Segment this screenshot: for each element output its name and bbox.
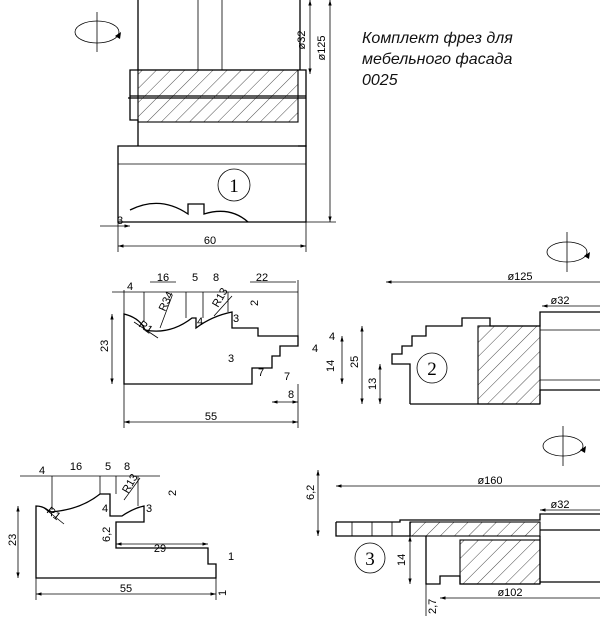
rotation-icon-2 (546, 232, 590, 272)
profile-1-dim-4a: 4 (197, 316, 203, 328)
profile-1-dim-7b: 7 (284, 371, 290, 383)
profile-2-dim-3: 3 (146, 503, 152, 515)
profile-2-dim-55: 55 (120, 583, 132, 595)
title-line-1: Комплект фрез для (362, 30, 513, 47)
detail-3-number: 3 (365, 549, 375, 570)
detail-2-dim-25: 25 (349, 356, 361, 368)
profile-2-dim-16: 16 (70, 461, 82, 473)
profile-1: 4 16 5 8 22 R34 R13 R1 2 4 3 4 4 3 7 7 1… (99, 272, 344, 428)
profile-1-dim-2: 2 (249, 300, 261, 306)
detail-2-dim-13: 13 (367, 378, 379, 390)
detail-2-dim-bore: ø32 (551, 295, 570, 307)
profile-1-dim-8b: 8 (288, 389, 294, 401)
profile-2-dim-29: 29 (154, 543, 166, 555)
profile-2-dim-1b: 1 (217, 590, 229, 596)
profile-1-dim-16: 16 (157, 272, 169, 284)
rotation-icon (74, 12, 121, 52)
title-line-3: 0025 (362, 72, 398, 89)
profile-1-dim-4c: 4 (312, 343, 318, 355)
profile-1-dim-7a: 7 (258, 367, 264, 379)
detail-2-number: 2 (427, 359, 437, 380)
detail-1-dim-step: 3 (117, 215, 123, 227)
profile-1-dim-4b: 4 (329, 331, 335, 343)
drawing-title: Комплект фрез для мебельного фасада 0025 (362, 28, 592, 91)
profile-1-radius-34: R34 (157, 290, 176, 313)
profile-2-dim-4: 4 (39, 465, 45, 477)
detail-1-dim-width: 60 (204, 235, 216, 247)
profile-2-dim-1a: 1 (228, 551, 234, 563)
profile-1-dim-55: 55 (205, 411, 217, 423)
detail-3-dim-102: ø102 (497, 587, 522, 599)
profile-1-dim-8: 8 (213, 272, 219, 284)
detail-3-dim-14: 14 (396, 554, 408, 566)
detail-1: 1 ø32 ø125 60 3 (74, 0, 336, 252)
profile-2: 4 16 5 8 R13 R1 2 4 3 6,2 29 1 1 23 55 (7, 461, 234, 600)
detail-3-dim-bore: ø32 (551, 499, 570, 511)
rotation-icon-3 (542, 426, 586, 466)
detail-3-dim-outer: ø160 (477, 475, 502, 487)
profile-1-dim-23: 23 (99, 340, 111, 352)
profile-1-dim-14: 14 (325, 360, 337, 372)
detail-3-dim-2-7: 2,7 (427, 599, 439, 614)
detail-2: ø125 ø32 2 25 13 (349, 232, 600, 405)
profile-1-dim-22: 22 (256, 272, 268, 284)
detail-3-dim-6-2: 6,2 (305, 485, 317, 500)
detail-1-number: 1 (229, 176, 239, 197)
detail-2-dim-outer: ø125 (507, 271, 532, 283)
profile-1-dim-3a: 3 (233, 313, 239, 325)
profile-2-dim-2: 2 (167, 490, 179, 496)
profile-1-dim-5: 5 (192, 272, 198, 284)
profile-2-dim-5: 5 (105, 461, 111, 473)
title-line-2: мебельного фасада (362, 51, 513, 68)
profile-2-dim-23: 23 (7, 534, 19, 546)
profile-2-dim-4a: 4 (102, 503, 108, 515)
detail-1-dim-outer: ø125 (316, 35, 328, 60)
profile-2-dim-6-2: 6,2 (101, 527, 113, 542)
profile-2-dim-8: 8 (124, 461, 130, 473)
detail-3: ø160 ø32 3 6,2 14 2,7 ø102 (305, 426, 600, 616)
detail-1-dim-bore: ø32 (296, 31, 308, 50)
profile-1-dim-3b: 3 (228, 353, 234, 365)
profile-1-dim-4: 4 (127, 281, 133, 293)
